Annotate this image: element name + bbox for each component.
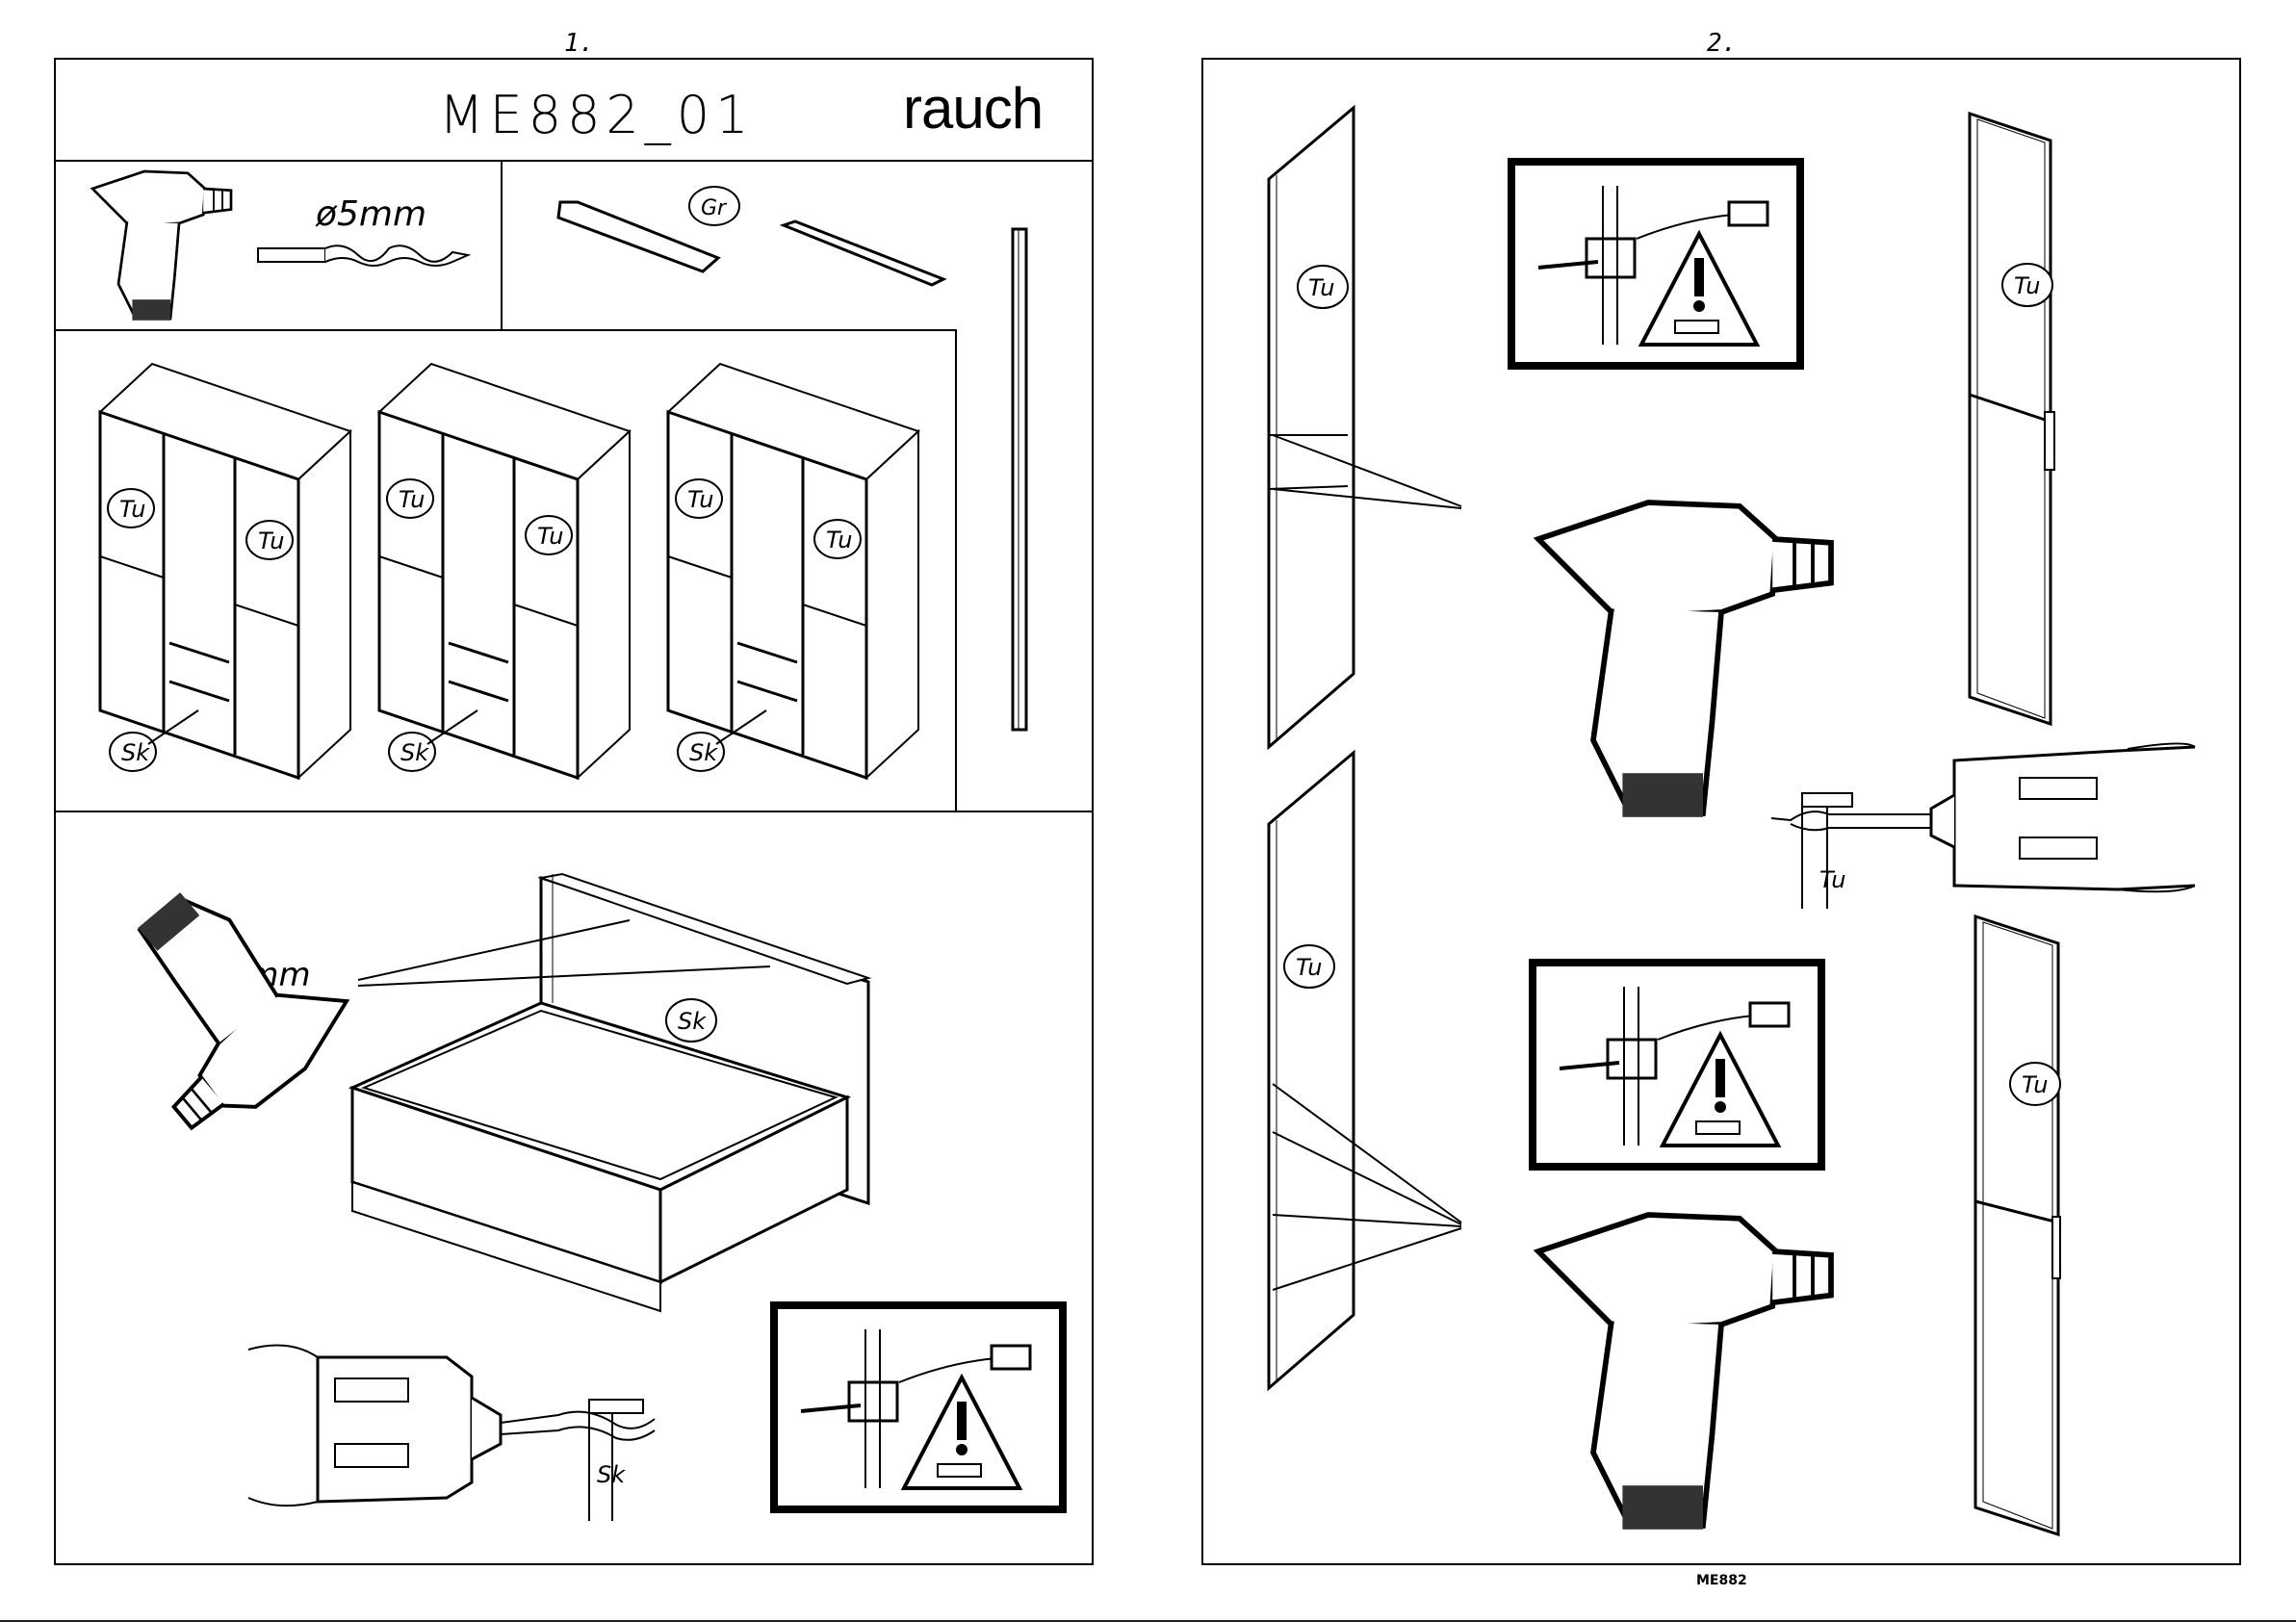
door-panel-icon bbox=[1269, 753, 1461, 1388]
handle-group-label: Gr bbox=[701, 196, 728, 220]
drawer-label: Sk bbox=[597, 1461, 626, 1488]
door-label: Tu bbox=[2022, 1071, 2048, 1098]
door-label: Tu bbox=[2014, 272, 2040, 299]
warning-triangle-icon bbox=[1511, 162, 1800, 366]
drawer-label: Sk bbox=[678, 1008, 707, 1035]
door-label: Tu bbox=[826, 527, 852, 554]
handle-icon bbox=[558, 202, 943, 285]
cordless-drill-icon bbox=[92, 171, 231, 321]
cordless-drill-icon bbox=[1538, 1215, 1831, 1530]
cordless-drill-icon bbox=[1538, 502, 1831, 817]
door-label: Tu bbox=[258, 528, 284, 554]
door-label: Tu bbox=[1308, 274, 1334, 301]
cordless-drill-icon bbox=[71, 856, 363, 1149]
drawer-label: Sk bbox=[400, 739, 429, 766]
door-label: Tu bbox=[399, 486, 425, 513]
door-label: Tu bbox=[1819, 866, 1845, 893]
door-panel-icon bbox=[1970, 114, 2054, 724]
door-panel-icon bbox=[1975, 916, 2060, 1534]
door-label: Tu bbox=[119, 496, 145, 523]
long-handle-icon bbox=[1013, 229, 1026, 730]
door-label: Tu bbox=[537, 523, 563, 550]
warning-triangle-icon bbox=[774, 1305, 1063, 1509]
drawer-icon bbox=[352, 874, 868, 1311]
door-panel-icon bbox=[1269, 108, 1354, 747]
warning-triangle-icon bbox=[1533, 963, 1821, 1167]
drill-chuck-detail bbox=[248, 1346, 655, 1522]
wardrobe-icon bbox=[100, 364, 918, 778]
door-label: Tu bbox=[1296, 954, 1322, 981]
drawer-label: Sk bbox=[121, 739, 150, 766]
drill-bit-icon bbox=[258, 245, 468, 266]
door-label: Tu bbox=[687, 486, 713, 513]
drawer-label: Sk bbox=[689, 739, 718, 766]
drill-size-label: ø5mm bbox=[315, 194, 426, 234]
